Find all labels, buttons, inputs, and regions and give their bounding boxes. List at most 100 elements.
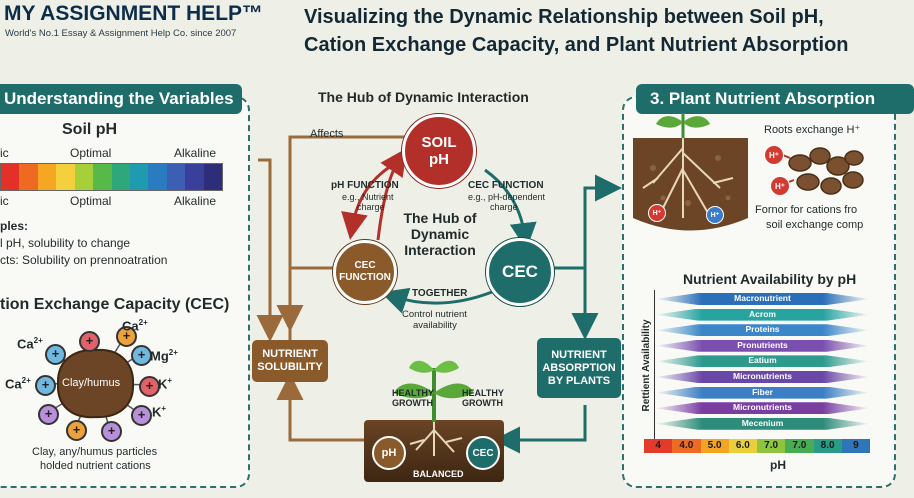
title-line-2: Cation Exchange Capacity, and Plant Nutr…	[304, 34, 849, 56]
ph-scale-segment	[166, 164, 186, 190]
availability-bar-label: Fiber	[752, 386, 773, 397]
availability-bar: Pronutrients	[655, 339, 870, 352]
availability-bar-label: Proteins	[745, 324, 780, 335]
caption-line-2: holded nutrient cations	[40, 460, 151, 472]
examples-label: ples:	[0, 219, 29, 233]
cation-plus-icon: +	[116, 326, 137, 347]
scale-top-label-right: Alkaline	[174, 146, 217, 160]
scale-top-label-left: ic	[0, 146, 9, 160]
availability-y-axis-label: Rettient Availability	[641, 319, 652, 412]
availability-title: Nutrient Availability by pH	[683, 271, 857, 287]
availability-bar-label: Acrom	[749, 308, 776, 319]
soil-ph-title: Soil pH	[62, 121, 118, 138]
ph-function-label: pH FUNCTION	[331, 180, 399, 191]
h-ion-icon: H⁺	[770, 176, 790, 196]
cation-plus-icon: +	[38, 404, 59, 425]
affects-label: Affects	[310, 128, 344, 140]
availability-bar: Micronutrients	[655, 402, 870, 415]
title-line-1: Visualizing the Dynamic Relationship bet…	[304, 6, 824, 28]
ph-tick-label: 8.0	[813, 439, 842, 453]
availability-bar-label: Micronutrients	[732, 402, 793, 413]
ph-scale-segment	[56, 164, 75, 190]
availability-bar-label: Mecenium	[741, 417, 784, 428]
ph-scale-segment	[1, 164, 20, 190]
soil-ph-badge: pH	[372, 436, 406, 470]
availability-bar: Micronutrients	[655, 371, 870, 383]
availability-bar-label: Pronutrients	[737, 339, 788, 350]
ph-tick-label: 4.0	[672, 439, 701, 453]
availability-axis-line	[654, 290, 655, 440]
ph-tick-label: 4	[644, 439, 673, 453]
availability-y-axis-label-wrap: Rettient Availability	[636, 300, 656, 435]
ph-scale-segment	[74, 164, 94, 190]
soil-ph-text: SOIL	[421, 134, 457, 151]
cation-plus-icon: +	[131, 405, 152, 426]
cec-function-sub: charge	[490, 202, 518, 212]
scale-top-label-mid: Optimal	[70, 146, 112, 160]
brand-name: MY ASSIGNMENT HELP™	[4, 2, 264, 25]
plant-sprout-icon	[394, 360, 474, 456]
cec-node: CEC	[486, 238, 554, 306]
soil-cec-badge: CEC	[466, 436, 500, 470]
availability-x-axis-label: pH	[770, 458, 786, 472]
cation-plus-icon: +	[101, 421, 122, 442]
ph-scale-segment	[111, 164, 130, 190]
control-label: Control nutrient	[402, 309, 467, 320]
infographic-stage: MY ASSIGNMENT HELP™ World's No.1 Essay &…	[0, 2, 914, 488]
scale-bottom-label-right: Alkaline	[174, 194, 217, 208]
cation-label: K+	[152, 404, 167, 420]
control-label: availability	[413, 320, 457, 331]
cation-label: Ca2+	[5, 376, 31, 392]
availability-bar: Fiber	[655, 386, 870, 399]
ph-scale-segment	[148, 164, 167, 190]
cation-plus-icon: +	[131, 345, 152, 366]
right-panel-heading: 3. Plant Nutrient Absorption	[636, 84, 914, 114]
cation-plus-icon: +	[66, 420, 87, 441]
caption-line-1: Clay, any/humus particles	[32, 446, 158, 458]
cation-label: K+	[158, 376, 173, 392]
ph-tick-label: 9	[841, 439, 870, 453]
cec-function-sub: e.g., pH-dependent	[468, 192, 546, 202]
clay-humus-particle	[56, 348, 135, 419]
availability-bar: Mecenium	[655, 417, 870, 430]
flow-arrows	[256, 135, 622, 454]
ph-function-sub: e.g., Nutrient	[342, 192, 394, 202]
left-panel-heading: Understanding the Variables	[0, 84, 242, 114]
cec-function-label: CEC FUNCTION	[468, 180, 544, 191]
h-ion-icon: H⁺	[706, 206, 724, 224]
availability-bar-label: Micronutrients	[732, 371, 793, 381]
ph-tick-label: 6.0	[728, 439, 757, 453]
cec-title: tion Exchange Capacity (CEC)	[0, 296, 230, 313]
ph-scale-segment	[185, 164, 204, 190]
ph-tick-label: 7.0	[757, 439, 786, 453]
availability-bar: Macronutrient	[655, 293, 870, 305]
availability-bar: Eatium	[655, 355, 870, 368]
ph-color-scale	[0, 163, 223, 191]
ph-scale-segment	[129, 164, 149, 190]
cation-label: Mg2+	[150, 348, 178, 364]
examples-line-1: l pH, solubility to change	[0, 236, 131, 250]
cation-plus-icon: +	[45, 344, 66, 365]
fornor-line-1: Fornor for cations fro	[755, 204, 858, 216]
together-label: TOGETHER	[412, 288, 468, 299]
h-ion-icon: H⁺	[648, 204, 666, 222]
ph-tick-label: 7.0	[785, 439, 814, 453]
ph-scale-segment	[93, 164, 112, 190]
roots-exchange-label: Roots exchange H⁺	[764, 124, 861, 136]
ph-scale-segment	[19, 164, 38, 190]
h-ion-icon: H⁺	[764, 145, 784, 165]
availability-bar: Acrom	[655, 308, 870, 321]
examples-line-2: cts: Solubility on prennoatration	[0, 253, 168, 267]
cation-label: Ca2+	[17, 336, 43, 352]
ph-function-sub: charge	[357, 202, 385, 212]
scale-bottom-label-left: ic	[0, 194, 9, 208]
availability-bar-label: Macronutrient	[734, 293, 791, 303]
